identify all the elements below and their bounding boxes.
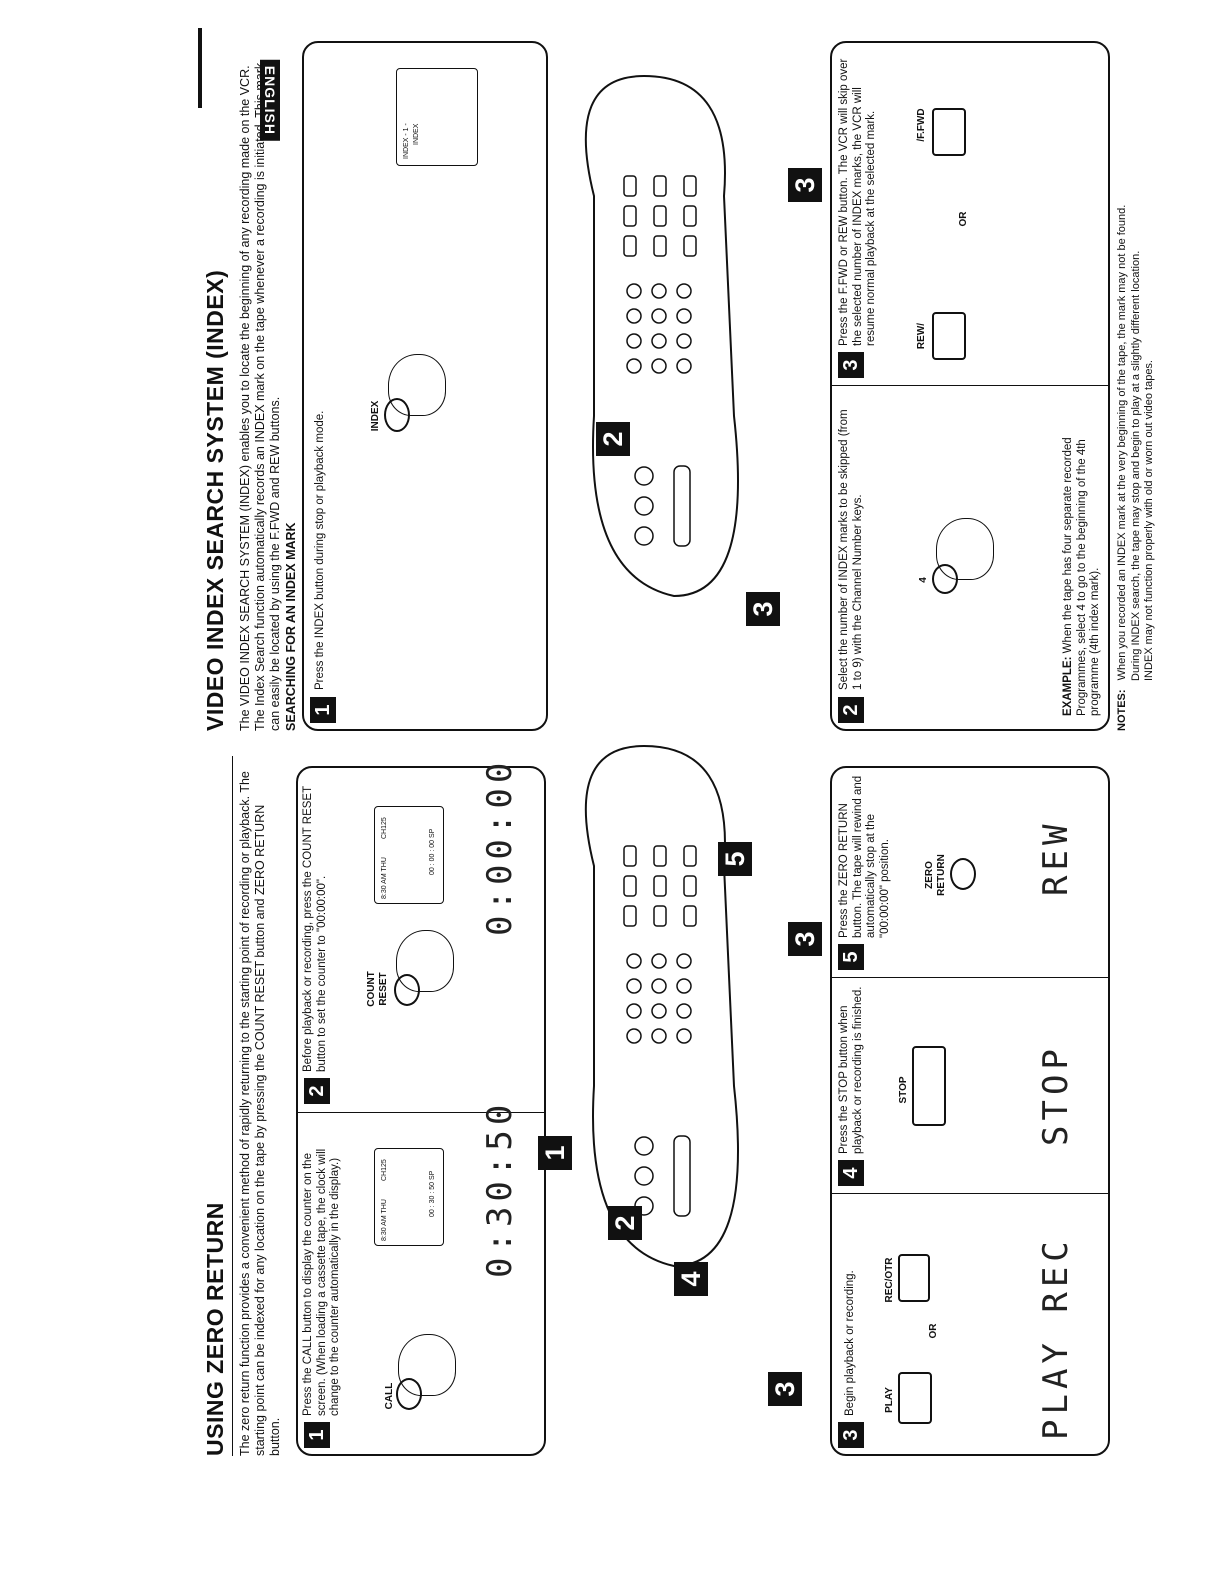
step-5-text: Press the ZERO RETURN button. The tape w… [838,775,891,938]
example-block: EXAMPLE: When the tape has four separate… [1062,396,1103,716]
step-2-osd-screen: 8:30 AM THU CH125 00 : 00 : 00 SP [374,806,444,904]
osd-counter: 00 : 30 : 50 SP [429,1170,436,1217]
callout-1: 1 [538,1136,572,1170]
step-1-text: Press the CALL button to display the cou… [302,1148,341,1416]
zero-return-title: USING ZERO RETURN [202,1202,228,1456]
hand-pointer-icon [398,1334,456,1396]
notes-label: NOTES: [1116,689,1128,731]
channel-key-4-label: 4 [918,577,929,583]
stop-button-label: STOP [898,1076,909,1104]
index-step-3-number: 3 [838,352,864,378]
index-step-3-text: Press the F.FWD or REW button. The VCR w… [838,58,877,346]
hand-pointer-icon [396,930,454,992]
play-button[interactable] [898,1372,932,1424]
callout-2: 2 [608,1206,642,1240]
index-button-label: INDEX [370,400,381,432]
count-reset-label-1: COUNT [366,971,377,1007]
note-1: When you recorded an INDEX mark at the v… [1116,204,1128,681]
osd-index-line-1: INDEX - 1 - [403,123,410,159]
osd-channel: CH125 [381,817,388,839]
note-3: INDEX may not function properly with old… [1143,360,1155,681]
example-label: EXAMPLE: [1062,656,1074,716]
ffwd-button[interactable] [932,108,966,156]
step-3-number: 3 [838,1422,864,1448]
step-1-display: 0:30:50 [480,1099,520,1278]
index-osd-screen: INDEX - 1 - INDEX [396,68,478,166]
step-4-text: Press the STOP button when playback or r… [838,986,864,1154]
manual-page: ENGLISH USING ZERO RETURN The zero retur… [198,28,1158,1456]
index-step-2-text: Select the number of INDEX marks to be s… [838,409,864,690]
osd-time: 8:30 AM THU [381,1199,388,1241]
zero-return-intro: The zero return function provides a conv… [238,771,282,1456]
remote-control-illustration [554,726,764,1286]
step-3-text: Begin playback or recording. [844,1270,856,1416]
zero-return-button[interactable] [950,858,976,890]
remote-control-illustration [554,56,764,616]
step-1-osd-screen: 8:30 AM THU CH125 00 : 30 : 50 SP [374,1148,444,1246]
index-step-1-number: 1 [310,697,336,723]
osd-counter: 00 : 00 : 00 SP [429,828,436,875]
index-callout-2: 2 [596,422,630,456]
ffwd-button-label: /F.FWD [916,108,927,142]
play-button-label: PLAY [884,1387,895,1413]
or-label: OR [958,211,969,227]
step-4-display: STOP [1036,1044,1076,1146]
step-3-display: PLAY REC [1036,1236,1076,1440]
title-rule [232,756,233,1456]
zero-return-label-2: RETURN [936,854,947,896]
rec-otr-button[interactable] [898,1254,930,1302]
callout-3b: 3 [788,922,822,956]
call-button-label: CALL [384,1382,395,1410]
or-label: OR [928,1323,939,1339]
index-step-2-number: 2 [838,697,864,723]
step-5-number: 5 [838,944,864,970]
index-callout-3b: 3 [788,168,822,202]
step-divider [832,385,1108,386]
index-search-subheading: SEARCHING FOR AN INDEX MARK [284,522,298,731]
step-divider [832,977,1108,978]
hand-pointer-icon [388,354,446,416]
step-4-number: 4 [838,1160,864,1186]
hand-pointer-icon [936,518,994,580]
index-callout-3: 3 [746,592,780,626]
index-search-intro: The VIDEO INDEX SEARCH SYSTEM (INDEX) en… [238,62,282,731]
step-2-number: 2 [304,1078,330,1104]
callout-5: 5 [718,842,752,876]
rec-otr-button-label: REC/OTR [884,1257,895,1303]
osd-index-line-2: INDEX [413,123,420,145]
step-2-display: 0:00:00 [480,757,520,936]
osd-time: 8:30 AM THU [381,857,388,899]
index-search-title: VIDEO INDEX SEARCH SYSTEM (INDEX) [202,269,228,731]
top-rule [198,28,202,108]
step-1-number: 1 [304,1422,330,1448]
count-reset-label-2: RESET [378,972,389,1006]
zero-return-label-1: ZERO [924,861,935,889]
callout-4: 4 [674,1262,708,1296]
rew-button[interactable] [932,312,966,360]
step-2-text: Before playback or recording, press the … [302,786,328,1072]
step-5-display: REW [1036,819,1076,896]
osd-channel: CH125 [381,1159,388,1181]
index-step-1-text: Press the INDEX button during stop or pl… [314,410,326,690]
stop-button[interactable] [912,1046,946,1126]
notes-block: NOTES: When you recorded an INDEX mark a… [1116,41,1157,731]
note-2: During INDEX search, the tape may stop a… [1129,250,1142,681]
rew-button-label: REW/ [916,322,927,350]
step-divider [832,1193,1108,1194]
callout-3: 3 [768,1372,802,1406]
